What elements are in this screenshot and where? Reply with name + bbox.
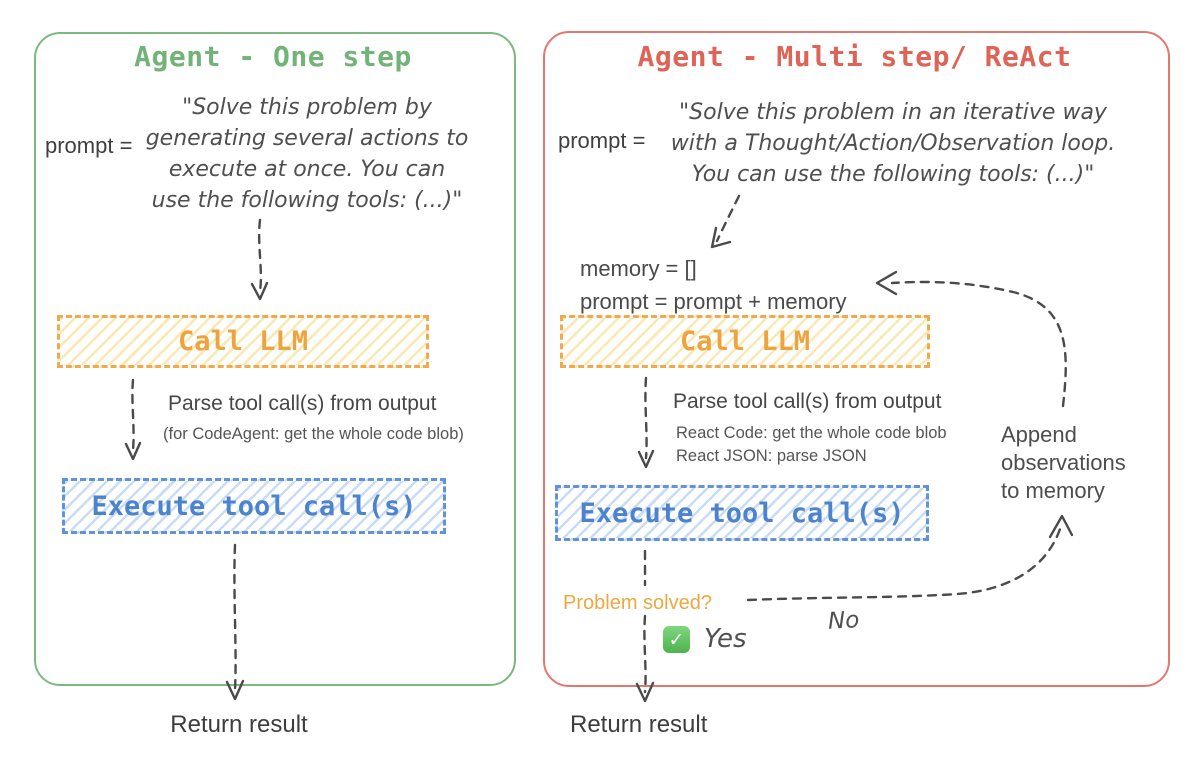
react-title: Agent - Multi step/ ReAct	[637, 40, 1072, 73]
memory-init-line: memory = []	[580, 256, 697, 281]
left-prompt-line: use the following tools: (...)"	[151, 188, 463, 213]
append-line: observations	[1001, 450, 1126, 475]
left-prompt-text: "Solve this problem by generating severa…	[98, 92, 516, 216]
left-parse-note: (for CodeAgent: get the whole code blob)	[163, 425, 464, 443]
append-line: to memory	[1001, 478, 1105, 503]
left-prompt-label: prompt =	[45, 133, 133, 158]
call-llm-box-right: Call LLM	[560, 315, 930, 368]
call-llm-box-left: Call LLM	[57, 315, 429, 368]
execute-box-left: Execute tool call(s)	[62, 478, 446, 534]
yes-label: Yes	[704, 624, 747, 654]
prompt-memory-line: prompt = prompt + memory	[580, 289, 847, 314]
right-parse-note-code: React Code: get the whole code blob	[676, 424, 947, 442]
problem-solved-label: Problem solved?	[563, 592, 712, 614]
append-line: Append	[1001, 422, 1077, 447]
check-glyph: ✓	[668, 628, 685, 651]
one-step-title: Agent - One step	[134, 40, 412, 73]
right-prompt-line: with a Thought/Action/Observation loop.	[670, 131, 1116, 156]
append-observations-text: Append observations to memory	[1001, 421, 1161, 505]
left-parse-title: Parse tool call(s) from output	[168, 392, 437, 415]
right-parse-title: Parse tool call(s) from output	[673, 390, 942, 413]
right-prompt-line: "Solve this problem in an iterative way	[679, 100, 1107, 125]
right-prompt-text: "Solve this problem in an iterative way …	[628, 97, 1158, 190]
right-return-result: Return result	[570, 711, 708, 738]
execute-box-right: Execute tool call(s)	[555, 485, 929, 541]
left-prompt-line: "Solve this problem by	[182, 95, 432, 120]
no-label: No	[827, 607, 860, 635]
right-prompt-line: You can use the following tools: (...)"	[691, 162, 1095, 187]
check-icon: ✓	[663, 626, 690, 653]
left-prompt-line: generating several actions to	[145, 126, 469, 151]
left-prompt-line: execute at once. You can	[168, 157, 446, 182]
left-return-result: Return result	[170, 711, 308, 738]
right-parse-note-json: React JSON: parse JSON	[676, 447, 867, 465]
right-prompt-label: prompt =	[558, 128, 646, 153]
